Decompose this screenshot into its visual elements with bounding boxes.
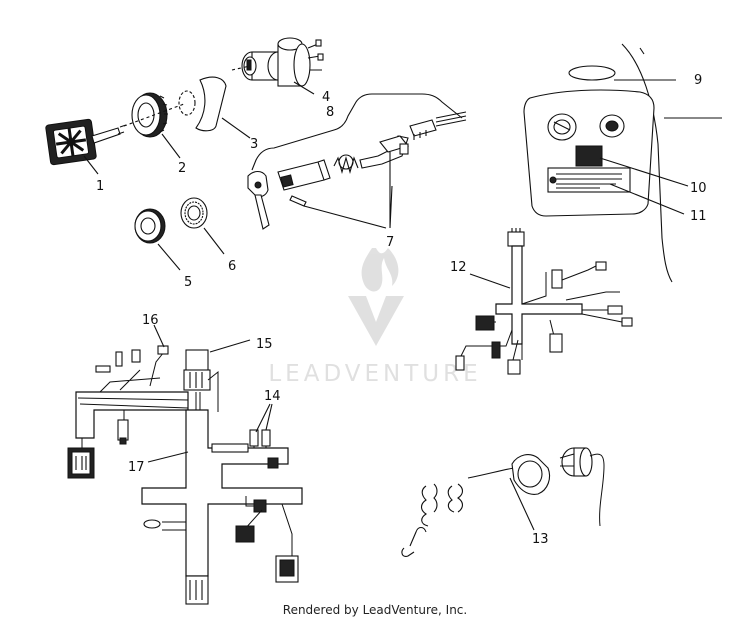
callout-6: 6 (228, 259, 236, 274)
watermark-text: LEADVENTURE (268, 361, 481, 387)
callout-numbers: 1 2 3 4 5 6 7 8 9 10 11 12 13 14 15 16 1… (96, 73, 707, 547)
callout-1: 1 (96, 179, 104, 194)
callout-2: 2 (178, 161, 186, 176)
callout-16: 16 (142, 313, 159, 328)
callout-11: 11 (690, 209, 707, 224)
callout-10: 10 (690, 181, 707, 196)
callout-7: 7 (386, 235, 394, 250)
part-plate-3 (195, 76, 227, 132)
ghost-ring (178, 90, 196, 116)
part-connector-15 (185, 349, 209, 373)
callout-9: 9 (694, 73, 702, 88)
leadventure-watermark: LEADVENTURE (268, 248, 481, 387)
part-label-11 (547, 167, 631, 193)
part-decal-10 (575, 145, 603, 167)
part-harness-12 (455, 228, 633, 375)
part-ignition-switch-4 (231, 37, 324, 87)
part-gasket-9 (568, 65, 616, 81)
callout-13: 13 (532, 532, 549, 547)
part-throttle-7 (247, 111, 467, 230)
part-dash-panel (523, 43, 722, 283)
callout-3: 3 (250, 137, 258, 152)
callout-17: 17 (128, 460, 145, 475)
part-switch-assembly-8 (251, 93, 463, 171)
callout-4: 4 (322, 90, 330, 105)
callout-14: 14 (264, 389, 281, 404)
part-tether-13 (401, 447, 605, 557)
part-main-harness-17 (67, 345, 303, 605)
part-key-1 (45, 118, 127, 166)
callout-8: 8 (326, 105, 334, 120)
callout-5: 5 (184, 275, 192, 290)
callout-15: 15 (256, 337, 273, 352)
part-washer-6 (180, 197, 208, 229)
leader-lines (83, 79, 689, 531)
part-bezel-2 (131, 92, 168, 138)
footer-credit: Rendered by LeadVenture, Inc. (282, 603, 468, 617)
part-nut-5 (134, 208, 166, 244)
callout-12: 12 (450, 260, 467, 275)
